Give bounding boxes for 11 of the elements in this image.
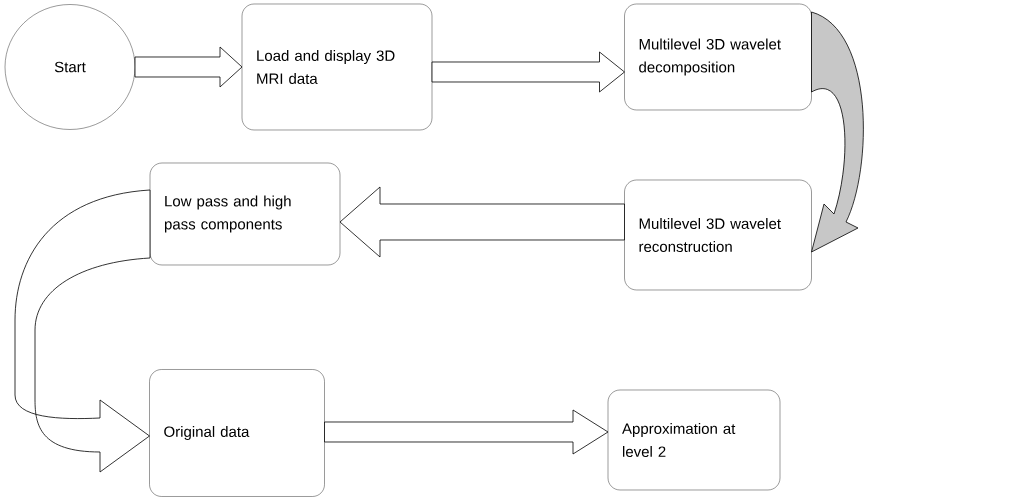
process-box: Load and display 3D MRI data [241, 3, 433, 131]
process-box: Approximation at level 2 [607, 389, 781, 491]
block-arrow [431, 51, 625, 93]
block-arrow [324, 409, 609, 455]
curved-block-arrow [14, 189, 151, 473]
block-arrow [339, 186, 625, 258]
process-box: Original data [149, 369, 325, 497]
curved-block-arrow [811, 11, 864, 253]
block-arrow [134, 46, 243, 88]
process-box: Multilevel 3D wavelet decomposition [624, 3, 812, 111]
process-box: Multilevel 3D wavelet reconstruction [624, 179, 812, 291]
